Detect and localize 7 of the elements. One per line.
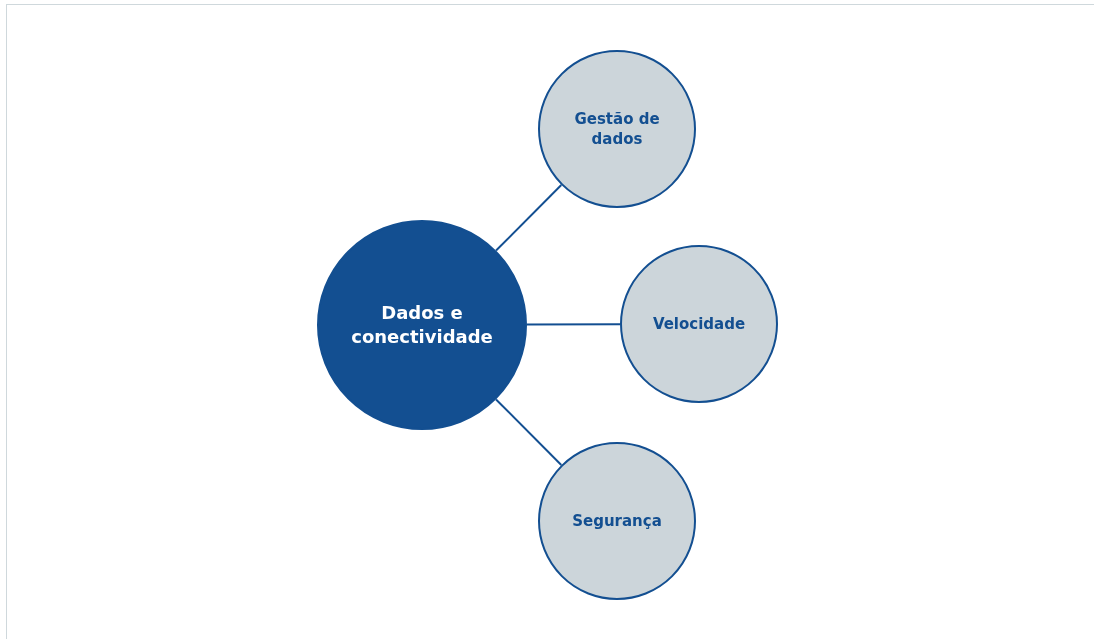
connector-line [495,184,563,252]
circle-label: Gestão de dados [573,108,661,150]
connector-line [526,323,621,326]
circle-label: Dados e conectividade [350,300,494,349]
circle-label: Velocidade [652,313,746,335]
circle-label: Segurança [572,510,662,532]
connector-line [495,398,563,466]
